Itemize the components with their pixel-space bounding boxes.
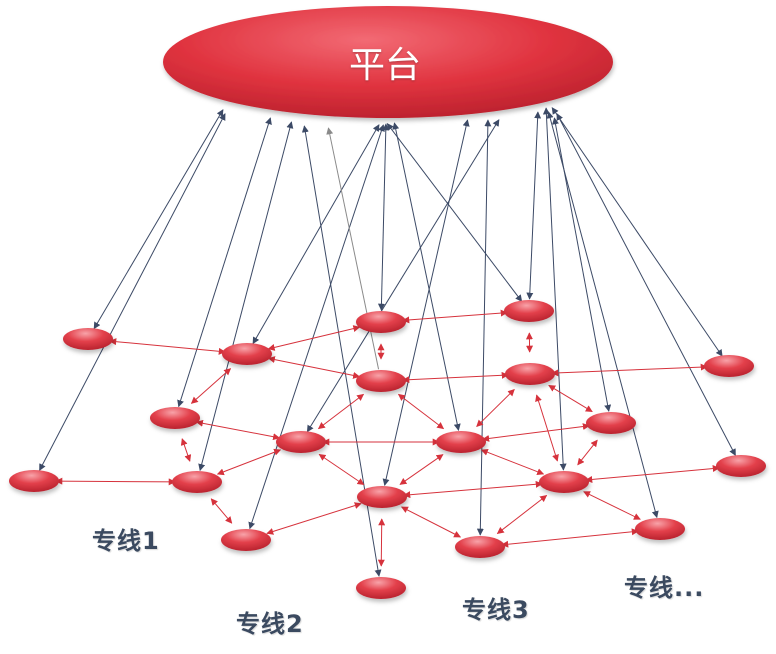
peer-arrow-23 (480, 448, 545, 476)
uplink-arrow-14 (306, 119, 500, 433)
peer-arrow-33 (535, 394, 559, 462)
peer-arrow-3 (402, 309, 508, 324)
peer-arrow-24 (403, 480, 543, 499)
network-node-9 (586, 412, 636, 434)
network-nodes (9, 300, 766, 599)
peer-arrow-8 (551, 363, 708, 377)
peer-connectors (55, 309, 720, 567)
network-node-16 (539, 471, 589, 493)
uplink-arrow-17 (546, 111, 659, 519)
network-node-18 (455, 536, 505, 558)
peer-arrow-27 (266, 502, 362, 535)
network-node-11 (172, 471, 222, 493)
line-label-2: 专线2 (236, 610, 304, 638)
network-node-17 (221, 529, 271, 551)
network-node-2 (222, 343, 272, 365)
line-label-more: 专线... (624, 574, 705, 602)
network-node-19 (635, 518, 685, 540)
peer-arrow-5 (402, 371, 509, 384)
uplink-arrow-19 (556, 113, 736, 456)
network-node-3 (356, 311, 406, 333)
network-node-14 (716, 455, 766, 477)
network-node-7 (356, 370, 406, 392)
network-node-20 (356, 577, 406, 599)
uplink-arrow-7 (377, 123, 390, 311)
network-node-13 (436, 431, 486, 453)
network-node-10 (9, 470, 59, 492)
peer-arrow-10 (195, 419, 281, 441)
peer-arrow-30 (583, 491, 641, 520)
line-label-1: 专线1 (92, 527, 160, 555)
peer-arrow-11 (180, 438, 192, 462)
peer-arrow-22 (399, 454, 444, 485)
uplink-arrow-12 (476, 119, 492, 536)
peer-arrow-32 (377, 518, 386, 567)
line-label-3: 专线3 (462, 596, 530, 624)
peer-arrow-18 (55, 477, 176, 486)
peer-arrow-17 (482, 423, 590, 442)
peer-arrow-15 (476, 388, 515, 428)
peer-arrow-29 (496, 495, 548, 534)
peer-arrow-12 (317, 393, 365, 430)
uplink-arrow-6 (252, 124, 380, 345)
peer-arrow-19 (216, 448, 282, 476)
network-node-8 (505, 363, 555, 385)
platform-label: 平台 (348, 45, 421, 86)
peer-arrow-4 (267, 356, 361, 379)
peer-arrow-31 (501, 528, 639, 548)
network-node-1 (63, 328, 113, 350)
network-node-15 (357, 486, 407, 508)
uplink-arrow-18 (551, 107, 723, 357)
peer-arrow-1 (109, 338, 226, 355)
peer-arrow-25 (577, 439, 598, 466)
peer-arrow-26 (585, 465, 720, 483)
peer-arrow-9 (190, 368, 232, 404)
network-node-5 (704, 355, 754, 377)
network-node-12 (276, 431, 326, 453)
network-node-4 (504, 300, 554, 322)
peer-arrow-21 (318, 453, 365, 486)
uplink-arrow-20 (526, 111, 542, 300)
platform-ellipse (163, 6, 613, 118)
uplink-arrow-1 (93, 109, 224, 330)
peer-arrow-13 (397, 393, 445, 430)
uplink-arrow-13 (386, 123, 523, 302)
peer-arrow-20 (210, 498, 233, 524)
peer-arrow-28 (400, 506, 462, 538)
uplink-arrow-15 (542, 107, 567, 471)
peer-arrow-16 (548, 384, 593, 413)
network-node-6 (150, 407, 200, 429)
peer-arrow-2 (267, 325, 361, 351)
